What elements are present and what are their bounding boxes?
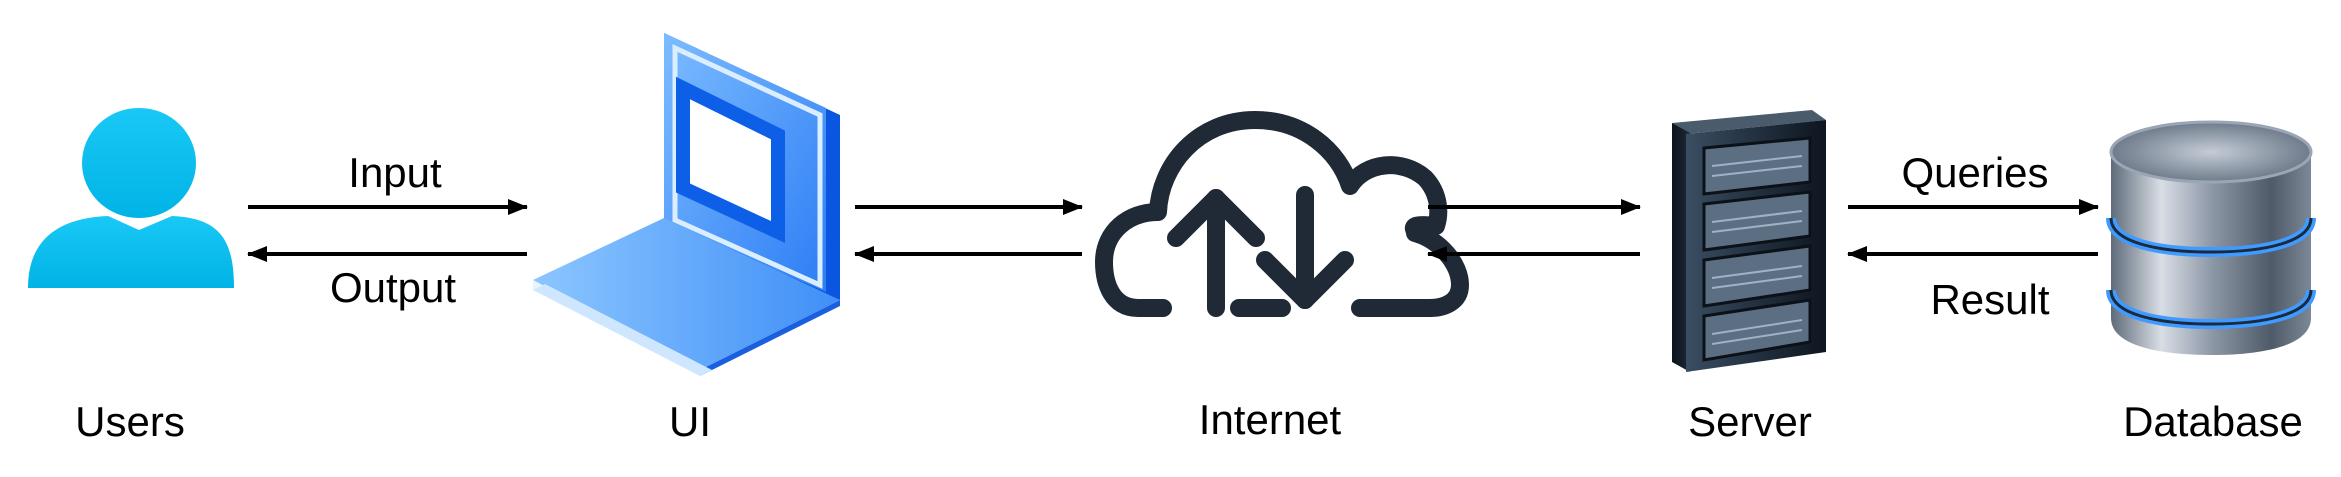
edge-label-output: Output: [329, 264, 457, 311]
cloud-upload-download-icon: [1095, 111, 1469, 317]
node-label-ui: UI: [669, 398, 711, 445]
node-label-database: Database: [2123, 398, 2303, 445]
laptop-icon: [533, 33, 840, 376]
edge-label-result: Result: [1930, 276, 2050, 323]
node-label-server: Server: [1688, 398, 1812, 445]
node-label-internet: Internet: [1198, 396, 1342, 443]
user-icon: [28, 108, 234, 288]
edge-label-input: Input: [348, 149, 442, 196]
edge-label-queries: Queries: [1901, 149, 2049, 196]
database-icon: [2106, 120, 2316, 355]
server-rack-icon: [1672, 110, 1826, 372]
node-label-users: Users: [75, 398, 185, 445]
